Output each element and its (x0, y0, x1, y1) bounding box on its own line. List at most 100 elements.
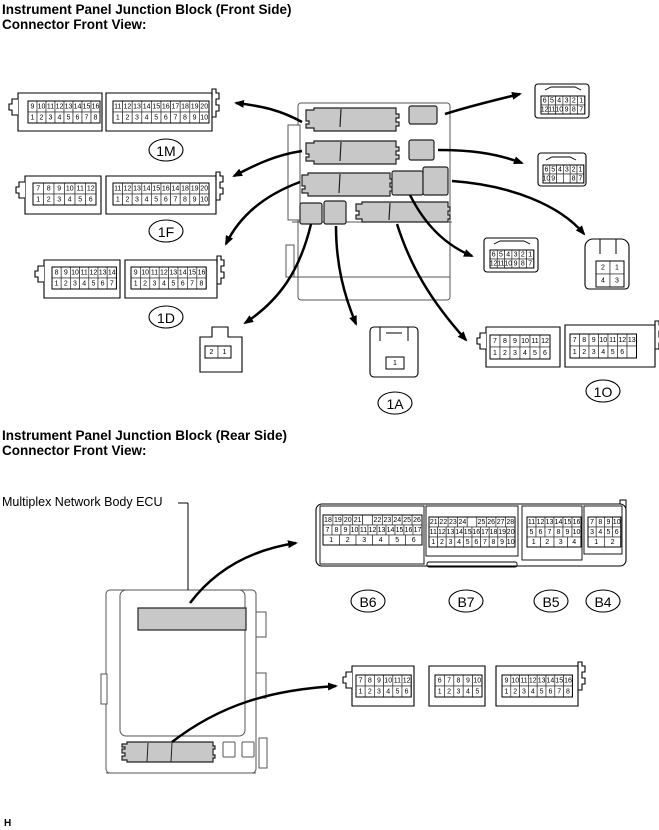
pin-number: 4 (82, 281, 86, 288)
badge-label: 1A (386, 396, 404, 412)
pin-number: 3 (590, 529, 594, 536)
pin-number: 13 (133, 186, 141, 193)
pin-number: 12 (124, 104, 132, 111)
pin-number: 21 (354, 517, 362, 524)
pin-number: 6 (76, 115, 80, 122)
pin-number: 8 (335, 527, 339, 534)
pin-number: 4 (557, 98, 561, 105)
pin-number: 5 (551, 167, 555, 174)
pin-number: 8 (572, 176, 576, 183)
pin-number: 22 (439, 519, 447, 526)
pin-number: 1 (578, 167, 582, 174)
pin-number: 5 (533, 350, 537, 357)
pin-number: 14 (172, 186, 180, 193)
pin-number: 7 (548, 529, 552, 536)
pin-number: 7 (557, 689, 561, 696)
pin-number: 2 (611, 539, 615, 546)
pin-number: 10 (66, 186, 74, 193)
pin-number: 3 (559, 539, 563, 546)
pin-number: 7 (493, 338, 497, 345)
pin-number: 3 (449, 539, 453, 546)
pin-number: 2 (447, 689, 451, 696)
pin-number: 6 (543, 98, 547, 105)
pin-number: 3 (135, 115, 139, 122)
badge-1D: 1D (148, 305, 184, 329)
pin-number: 3 (615, 278, 619, 285)
arrow-to-1D (224, 180, 301, 246)
pin-number: 20 (344, 517, 352, 524)
pin-number: 12 (541, 107, 549, 114)
pin-number: 11 (360, 527, 367, 534)
pin-number: 3 (565, 98, 569, 105)
pin-number: 13 (378, 527, 386, 534)
pin-number: 21 (430, 519, 438, 526)
pin-cell (466, 516, 478, 528)
pin-number: 11 (548, 107, 555, 114)
pin-number: 2 (143, 281, 147, 288)
pin-number: 9 (565, 107, 569, 114)
pin-number: 5 (154, 115, 158, 122)
connector-1A (369, 326, 419, 378)
front-title: Instrument Panel Junction Block (Front S… (2, 2, 292, 17)
pin-number: 9 (514, 261, 518, 268)
pin-number: 10 (543, 176, 551, 183)
pin-number: 1 (431, 539, 435, 546)
pin-number: 2 (572, 167, 576, 174)
pin-number: 5 (78, 197, 82, 204)
pin-number: 5 (530, 529, 534, 536)
pin-number: 7 (173, 197, 177, 204)
pin-number: 2 (503, 350, 507, 357)
pin-number: 3 (57, 197, 61, 204)
arrow-to-12pin-b (408, 194, 474, 258)
pin-number: 23 (383, 517, 391, 524)
pin-number: 12 (541, 338, 549, 345)
pin-number: 1 (528, 252, 532, 259)
pin-number: 10 (38, 104, 46, 111)
pin-number: 4 (598, 529, 602, 536)
arrow-to-2pin (243, 223, 313, 325)
pin-number: 2 (47, 197, 51, 204)
pin-number: 28 (506, 519, 514, 526)
pin-number: 11 (430, 529, 437, 536)
pin-number: 13 (169, 270, 177, 277)
connector-section-B7 (425, 505, 519, 557)
pin-number: 13 (538, 678, 546, 685)
pin-number: 1 (504, 689, 508, 696)
pin-number: 20 (200, 186, 208, 193)
pin-number: 8 (521, 261, 525, 268)
pin-number: 1 (579, 98, 583, 105)
pin-number: 3 (377, 689, 381, 696)
pin-number: 4 (523, 350, 527, 357)
pin-number: 10 (599, 337, 607, 344)
pin-number: 1 (223, 349, 227, 356)
pin-number: 1 (36, 197, 40, 204)
pin-number: 27 (497, 519, 505, 526)
rear-subtitle: Connector Front View: (2, 443, 147, 458)
pin-number: 3 (73, 281, 77, 288)
pin-number: 3 (135, 197, 139, 204)
pin-number: 6 (89, 197, 93, 204)
pin-number: 2 (582, 349, 586, 356)
badge-B5: B5 (533, 589, 569, 613)
pin-number: 25 (478, 519, 486, 526)
pin-number: 7 (447, 678, 451, 685)
pin-number: 11 (151, 270, 158, 277)
pin-number: 4 (68, 197, 72, 204)
pin-number: 10 (511, 678, 519, 685)
pin-number: 12 (87, 186, 95, 193)
pin-number: 2 (125, 115, 129, 122)
pin-number: 5 (67, 115, 71, 122)
pin-number: 8 (183, 197, 187, 204)
badge-label: 1D (157, 310, 175, 326)
pin-number: 5 (607, 529, 611, 536)
pin-number: 3 (592, 349, 596, 356)
pin-number: 16 (198, 270, 206, 277)
badge-B6: B6 (350, 589, 386, 613)
pin-number: 11 (394, 678, 401, 685)
